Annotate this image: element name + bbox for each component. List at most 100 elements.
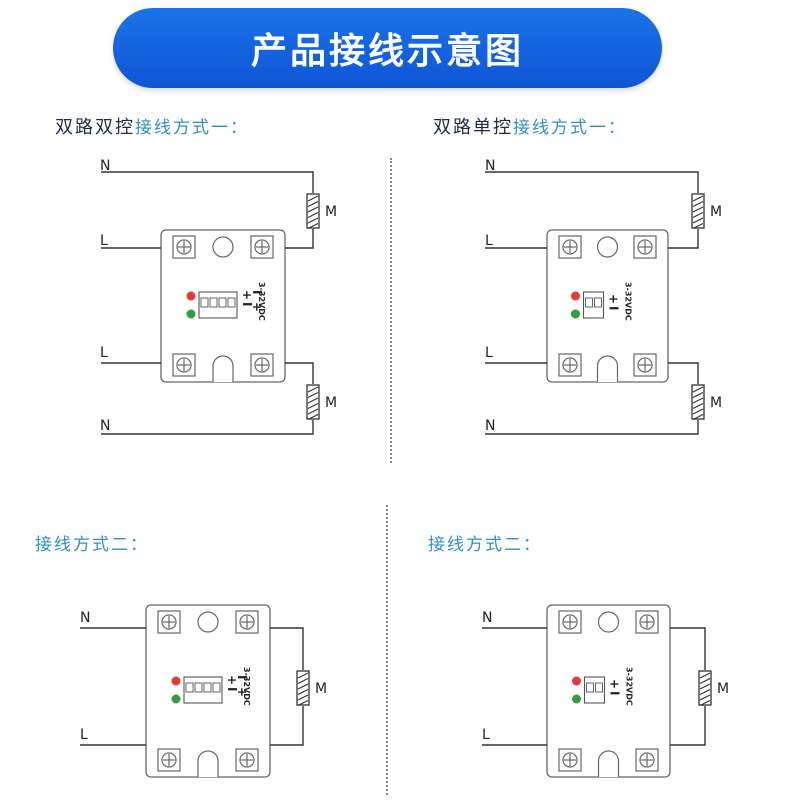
minus-label: I	[235, 675, 249, 679]
motor-hatch	[692, 392, 704, 398]
motor-hatch	[692, 397, 704, 404]
voltage-label-group: 3-32VDC	[242, 667, 251, 706]
voltage-label: 3-32VDC	[624, 282, 633, 321]
mounting-hole-icon	[597, 611, 620, 633]
led-green	[171, 694, 181, 704]
control-pin	[218, 297, 227, 308]
heading-mode: 双路单控	[433, 117, 513, 138]
live-label: L	[100, 345, 108, 361]
motor-hatch	[307, 392, 319, 398]
motor-hatch	[699, 700, 711, 706]
motor-label: M	[325, 395, 337, 411]
mounting-hole-icon	[596, 236, 619, 258]
motor-hatch	[297, 678, 309, 684]
motor-hatch	[692, 201, 704, 207]
motor-hatch	[692, 212, 704, 218]
motor-label: M	[717, 681, 729, 697]
title-banner: 产品接线示意图	[113, 8, 662, 88]
voltage-label: 3-32VDC	[242, 667, 251, 706]
polarity-labels: +I	[608, 679, 622, 695]
motor-hatch	[699, 672, 711, 679]
led-red	[571, 291, 580, 301]
control-pin	[200, 297, 209, 308]
banner-title: 产品接线示意图	[250, 31, 524, 72]
led-green	[186, 309, 196, 319]
wire	[285, 362, 314, 384]
led-red	[171, 676, 181, 686]
plus-label: +	[608, 679, 622, 689]
heading-dual-single: 双路单控接线方式一：	[433, 113, 627, 139]
control-pin	[203, 682, 212, 693]
motor-hatch	[699, 689, 711, 695]
motor-hatch	[307, 206, 319, 213]
dotted-separator-top	[390, 158, 392, 463]
mounting-hole-icon	[212, 236, 234, 258]
neutral-label: N	[485, 418, 495, 434]
motor-hatch	[297, 700, 309, 706]
plus-label: +	[250, 302, 264, 312]
voltage-label-group: 3-32VDC	[257, 282, 266, 321]
control-pin	[209, 297, 218, 308]
mounting-slot-icon	[212, 355, 234, 382]
neutral-label: N	[485, 158, 495, 174]
control-pin	[227, 297, 236, 308]
motor-label: M	[325, 204, 337, 220]
motor-hatch	[307, 223, 319, 229]
voltage-label: 3-32VDC	[625, 667, 634, 706]
wire	[670, 706, 706, 746]
motor-hatch	[297, 694, 309, 701]
heading-method-two-left: 接线方式二：	[35, 530, 149, 555]
control-pin	[586, 682, 594, 693]
polarity-labels: +II+	[225, 675, 249, 697]
wire	[270, 627, 304, 670]
motor-label: M	[710, 395, 722, 411]
minus-label: I	[607, 306, 621, 310]
neutral-label: N	[80, 610, 90, 626]
control-pin	[594, 297, 602, 308]
polarity-labels: +II+	[240, 290, 264, 312]
wire	[668, 229, 699, 249]
plus-label: +	[607, 294, 621, 304]
control-pin	[185, 682, 194, 693]
motor-hatch	[297, 683, 309, 690]
wire	[668, 362, 699, 384]
motor-hatch	[692, 206, 704, 213]
minus-label: I	[240, 302, 254, 306]
neutral-label: N	[100, 418, 110, 434]
motor-hatch	[692, 386, 704, 393]
live-label: L	[482, 727, 490, 743]
neutral-label: N	[482, 610, 492, 626]
motor-hatch	[307, 408, 319, 415]
motor-hatch	[307, 212, 319, 218]
heading-method: 接线方式一：	[513, 118, 627, 138]
voltage-label: 3-32VDC	[257, 282, 266, 321]
mounting-slot-icon	[597, 750, 620, 777]
motor-hatch	[307, 414, 319, 420]
live-label: L	[485, 345, 493, 361]
motor-hatch	[699, 694, 711, 701]
wire	[285, 229, 314, 249]
motor-hatch	[307, 403, 319, 409]
heading-dual-dual: 双路双控接线方式一：	[55, 113, 249, 139]
led-red	[186, 291, 196, 301]
wire	[101, 420, 314, 435]
motor-hatch	[692, 414, 704, 420]
control-pin	[585, 297, 593, 308]
wire	[670, 627, 706, 670]
voltage-label-group: 3-32VDC	[625, 667, 634, 706]
motor-hatch	[699, 678, 711, 684]
mounting-hole-icon	[197, 611, 219, 633]
motor-hatch	[307, 201, 319, 207]
voltage-label-group: 3-32VDC	[624, 282, 633, 321]
minus-label: I	[250, 290, 264, 294]
heading-method-two-right: 接线方式二：	[428, 530, 542, 555]
wire	[101, 171, 314, 193]
motor-hatch	[692, 195, 704, 202]
wire	[270, 706, 304, 746]
led-green	[571, 309, 580, 319]
led-red	[572, 676, 581, 686]
heading-method: 接线方式一：	[135, 118, 249, 138]
polarity-labels: +I	[607, 294, 621, 310]
mounting-slot-icon	[197, 750, 219, 777]
